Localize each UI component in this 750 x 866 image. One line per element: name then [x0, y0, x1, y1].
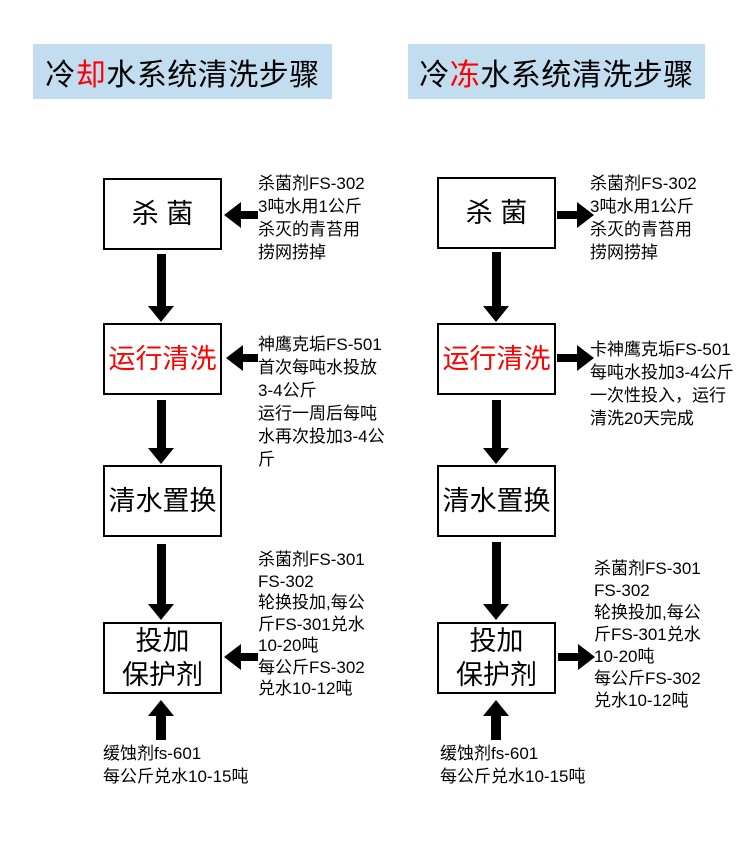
arrow-head: [578, 644, 595, 670]
right-step-water-replace: 清水置换: [437, 465, 556, 537]
left-title-suffix: 水系统清洗步骤: [106, 58, 320, 92]
arrow-left-icon: [226, 345, 258, 371]
arrow-shaft: [491, 252, 501, 306]
right-title-accent: 冻: [449, 58, 481, 92]
arrow-right-icon: [557, 202, 594, 228]
arrow-down-icon: [147, 254, 175, 322]
arrow-shaft: [156, 254, 166, 306]
arrow-shaft: [156, 544, 166, 604]
arrow-head: [483, 700, 509, 716]
arrow-head: [148, 306, 174, 322]
right-title-suffix: 水系统清洗步骤: [480, 58, 694, 92]
arrow-head: [148, 448, 174, 464]
arrow-head: [148, 700, 174, 716]
left-note-inhibitor: 缓蚀剂fs-601 每公斤兑水10-15吨: [103, 744, 249, 786]
left-step-running-clean: 运行清洗: [103, 323, 222, 395]
left-title: 冷却水系统清洗步骤: [33, 44, 332, 99]
left-note-running-clean: 神鹰克垢FS-501 首次每吨水投放 3-4公斤 运行一周后每吨 水再次投加3-…: [258, 335, 385, 469]
right-note-protectant: 杀菌剂FS-301 FS-302 轮换投加,每公 斤FS-301兑水 10-20…: [594, 559, 701, 710]
right-step-running-clean: 运行清洗: [437, 323, 556, 395]
arrow-head: [226, 345, 243, 371]
left-step-sterilize: 杀 菌: [103, 178, 222, 250]
left-note-protectant: 杀菌剂FS-301 FS-302 轮换投加,每公 斤FS-301兑水 10-20…: [258, 550, 365, 698]
arrow-head: [577, 345, 594, 371]
right-step-sterilize: 杀 菌: [437, 177, 556, 249]
arrow-shaft: [241, 653, 258, 661]
arrow-right-icon: [557, 345, 594, 371]
left-title-accent: 却: [75, 58, 107, 92]
arrow-up-icon: [147, 700, 175, 740]
right-step-add-protectant: 投加 保护剂: [437, 622, 556, 694]
arrow-head: [224, 644, 241, 670]
arrow-head: [148, 604, 174, 620]
right-note-sterilize: 杀菌剂FS-302 3吨水用1公斤 杀灭的青苔用 捞网捞掉: [590, 174, 697, 262]
arrow-down-icon: [482, 252, 510, 322]
left-step-water-replace: 清水置换: [103, 465, 222, 537]
arrow-shaft: [557, 211, 577, 219]
right-note-inhibitor: 缓蚀剂fs-601 每公斤兑水10-15吨: [440, 744, 586, 786]
arrow-shaft: [491, 542, 501, 604]
left-step-add-protectant: 投加 保护剂: [103, 622, 222, 694]
arrow-shaft: [557, 354, 577, 362]
arrow-shaft: [491, 400, 501, 448]
arrow-right-icon: [558, 644, 595, 670]
arrow-head: [577, 202, 594, 228]
right-title-prefix: 冷: [419, 58, 450, 92]
arrow-down-icon: [482, 400, 510, 464]
arrow-left-icon: [224, 202, 258, 228]
arrow-left-icon: [224, 644, 258, 670]
arrow-down-icon: [147, 400, 175, 464]
arrow-up-icon: [482, 700, 510, 740]
arrow-shaft: [558, 653, 578, 661]
arrow-shaft: [491, 716, 501, 740]
arrow-head: [483, 306, 509, 322]
arrow-shaft: [156, 716, 166, 740]
arrow-head: [483, 604, 509, 620]
arrow-head: [224, 202, 241, 228]
right-title: 冷冻水系统清洗步骤: [408, 44, 705, 99]
arrow-shaft: [243, 354, 258, 362]
arrow-shaft: [156, 400, 166, 448]
right-note-running-clean: 卡神鹰克垢FS-501 每吨水投加3-4公斤 一次性投入，运行 清洗20天完成: [590, 340, 734, 428]
left-title-prefix: 冷: [45, 58, 76, 92]
left-note-sterilize: 杀菌剂FS-302 3吨水用1公斤 杀灭的青苔用 捞网捞掉: [258, 174, 365, 262]
arrow-down-icon: [482, 542, 510, 620]
arrow-head: [483, 448, 509, 464]
arrow-down-icon: [147, 544, 175, 620]
arrow-shaft: [241, 211, 258, 219]
